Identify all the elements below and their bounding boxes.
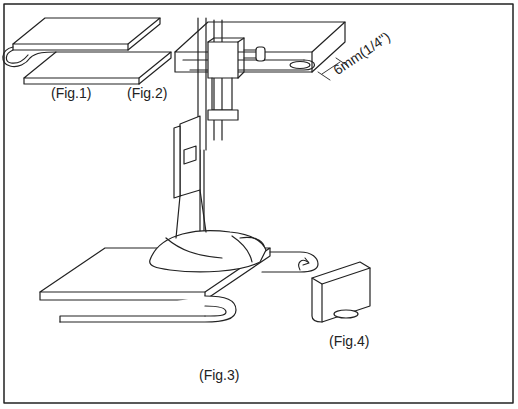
fabric-fold-fig1 bbox=[3, 18, 171, 84]
frame-border bbox=[4, 4, 513, 403]
dimension-label: 6mm(1/4") bbox=[330, 29, 394, 79]
figure-caption: (Fig.1) bbox=[50, 86, 92, 101]
hemmer-foot-fig3 bbox=[40, 18, 318, 322]
figure-caption: (Fig.3) bbox=[198, 368, 240, 383]
figure-caption: (Fig.4) bbox=[328, 334, 370, 349]
rolled-hem-fig2 bbox=[175, 22, 348, 80]
rolled-hem-fig4 bbox=[299, 258, 370, 322]
figure-caption: (Fig.2) bbox=[126, 86, 168, 101]
